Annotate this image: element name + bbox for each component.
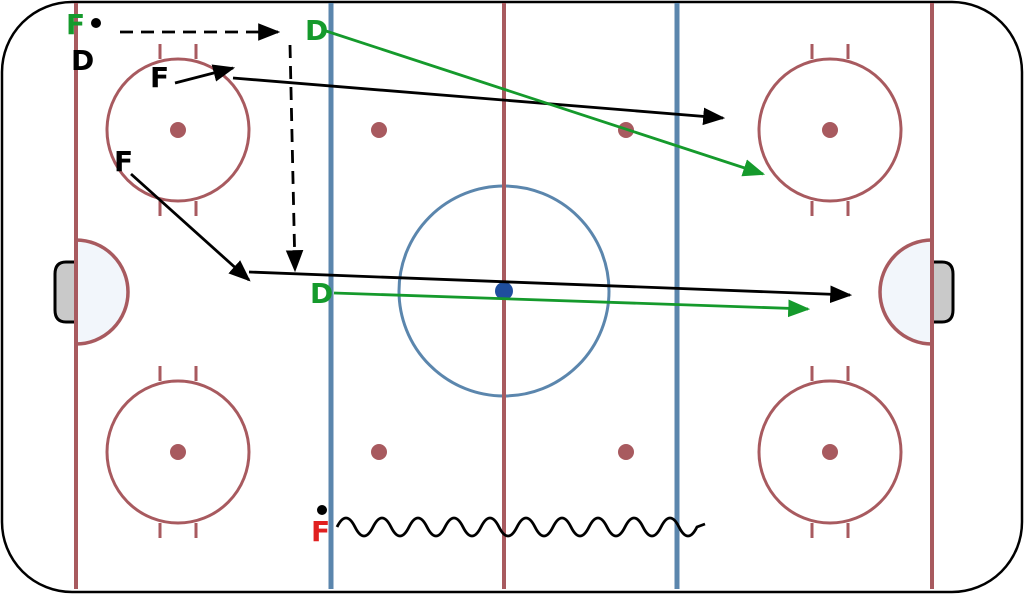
player-bottom-forward: F [311,515,330,548]
player-blue-line-defense-top: D [305,14,328,47]
neutral-dot-bottom-right [618,444,634,460]
faceoff-circle-bottom-left [105,366,251,538]
puck-marker-top [91,18,101,28]
faceoff-dot-top-left [170,122,186,138]
left-goal-crease [74,238,130,346]
puck-marker-bottom [317,505,327,515]
faceoff-dot-top-right [822,122,838,138]
skate-with-puck-path [335,516,706,538]
right-goal-crease [878,238,934,346]
left-goal-net [53,260,78,324]
player-left-circle-forward-top: F [150,61,169,94]
skate-path-forward-diagonal [130,172,251,282]
faceoff-dot-bottom-right [822,444,838,460]
skate-path-forward-center [248,270,853,304]
skate-path-defense-mid [333,291,811,318]
skate-path-forward-short [174,64,236,85]
faceoff-circle-top-right [757,44,903,216]
player-top-left-forward: F [66,8,85,41]
skate-path-forward-long [232,76,726,126]
faceoff-circle-bottom-right [757,366,903,538]
faceoff-dot-bottom-left [170,444,186,460]
player-left-circle-forward-bottom: F [114,145,133,178]
neutral-dot-top-left [371,122,387,138]
right-goal-net [930,260,955,324]
faceoff-circle-top-left [105,44,251,216]
neutral-dot-bottom-left [371,444,387,460]
center-faceoff-dot [495,282,513,300]
player-blue-line-defense-mid: D [310,277,333,310]
player-top-left-defense: D [71,44,94,77]
pass-path-drop [285,44,304,273]
skate-path-defense-top [325,29,766,177]
